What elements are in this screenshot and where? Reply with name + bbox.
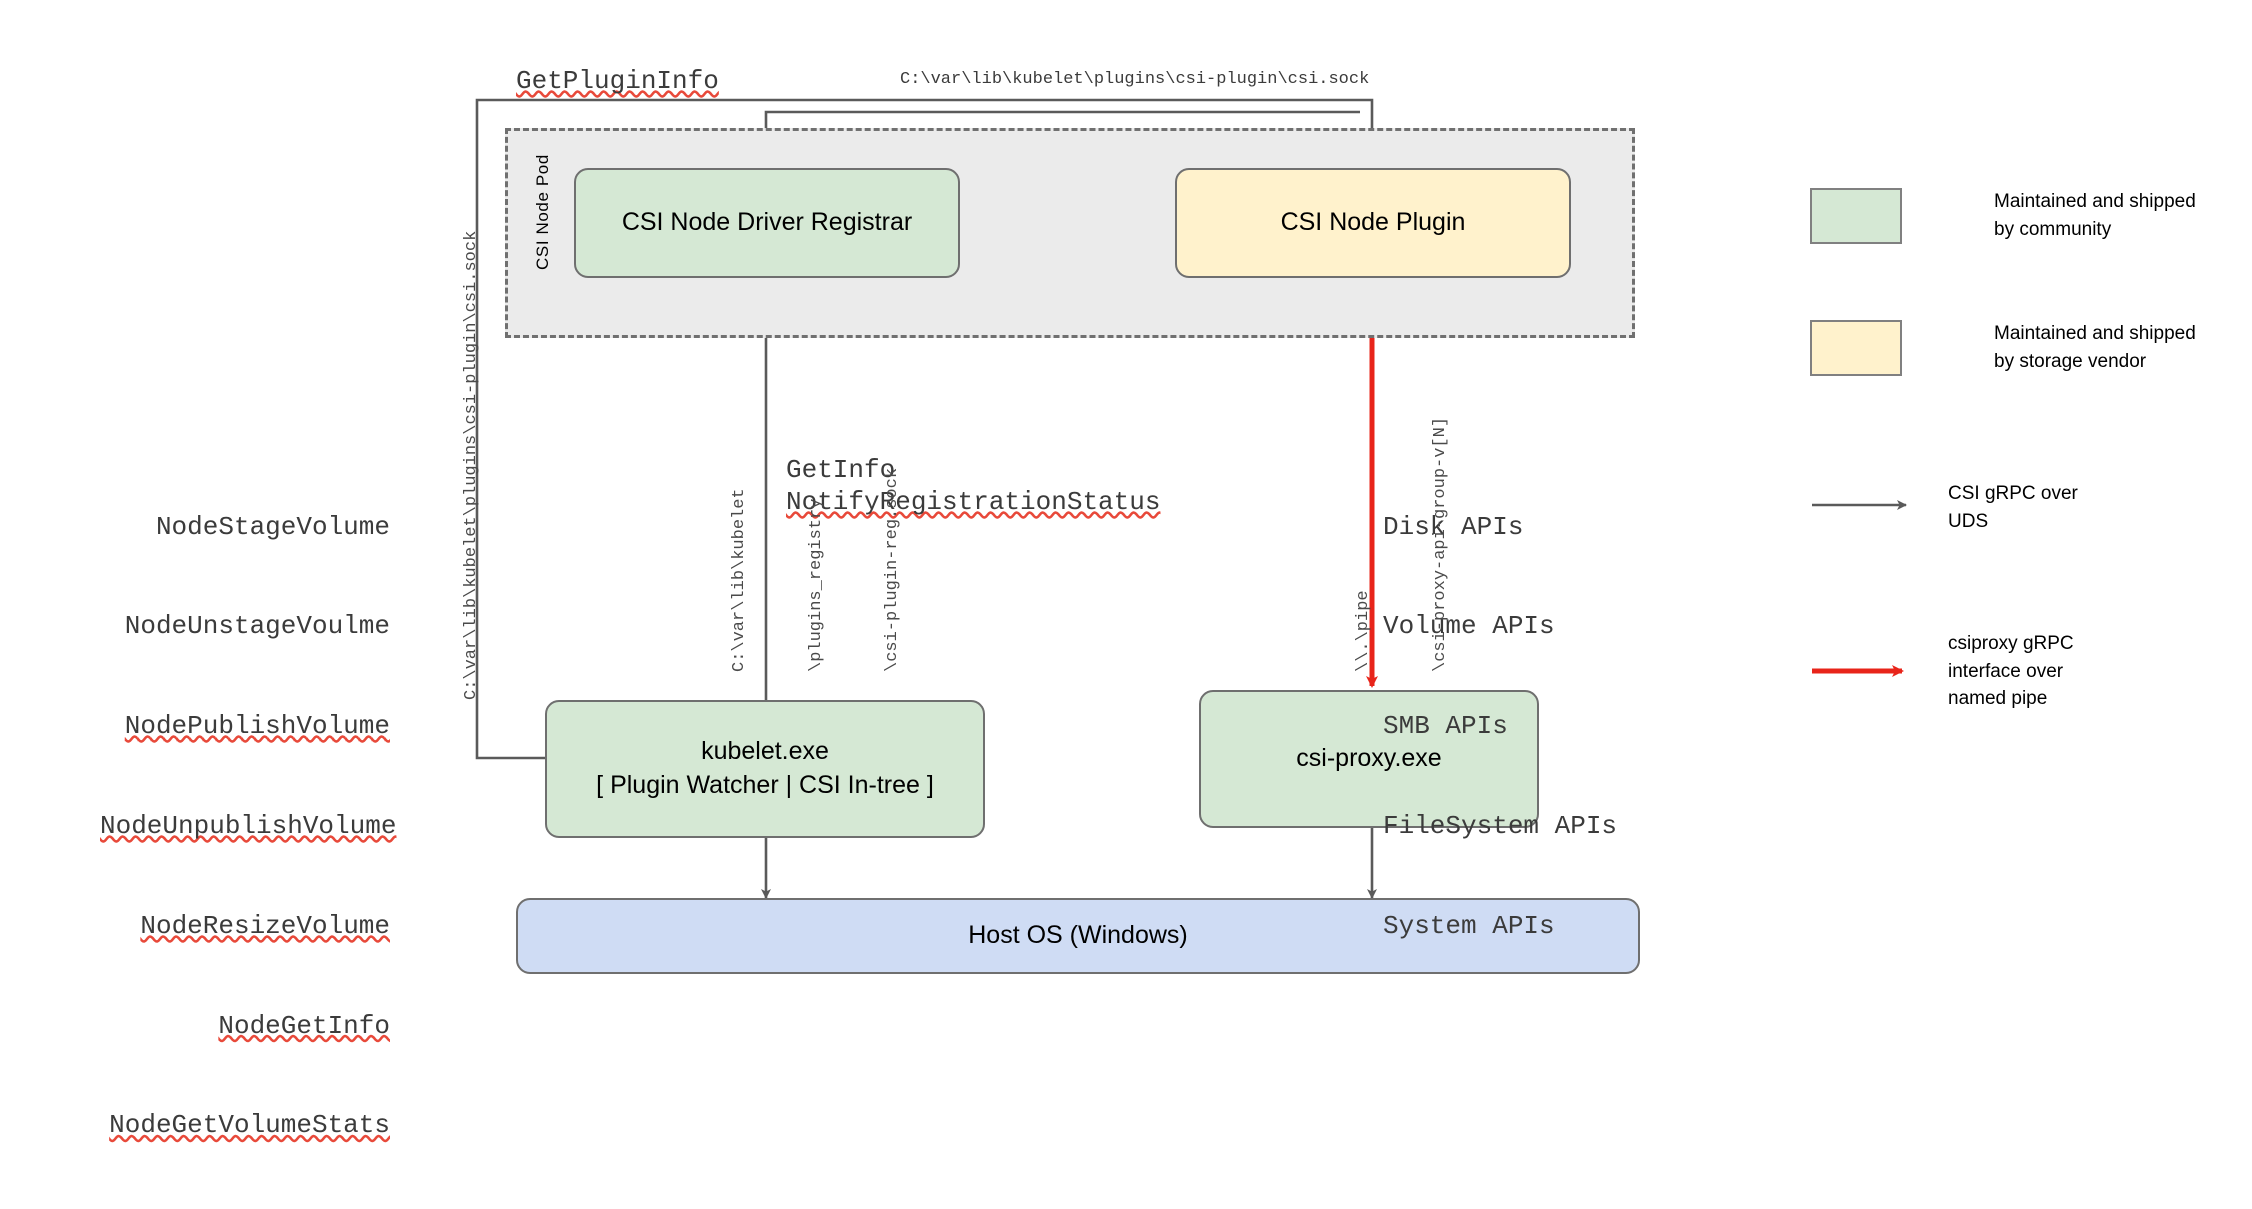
api-item: NodeGetVolumeStats [109, 1110, 390, 1141]
api-item: NodeUnpublishVolume [100, 810, 397, 841]
named-pipe-line: \csi-proxy-api-group-v[N] [1430, 416, 1450, 672]
legend-label-storage-vendor: Maintained and shipped by storage vendor [1994, 323, 2196, 372]
legend-arrow-red-icon [1812, 665, 1904, 677]
legend-item-csi-grpc-uds: CSI gRPC over UDS [1810, 483, 2078, 535]
node-registrar-label: CSI Node Driver Registrar [621, 208, 913, 237]
legend-swatch-green [1810, 188, 1902, 244]
proxy-api-item: System APIs [1383, 910, 1555, 941]
legend-item-csiproxy-grpc: csiproxy gRPC interface over named pipe [1810, 630, 2074, 713]
legend: Maintained and shipped by community Main… [1810, 180, 2230, 709]
node-kubelet[interactable]: kubelet.exe [ Plugin Watcher | CSI In-tr… [545, 700, 985, 838]
csi-node-pod-label: CSI Node Pod [533, 154, 552, 270]
legend-swatch-yellow [1810, 320, 1902, 376]
proxy-api-item: FileSystem APIs [1383, 810, 1618, 841]
label-getinfo: GetInfo [786, 455, 896, 485]
label-getplugininfo: GetPluginInfo [516, 66, 719, 96]
api-item: NodePublishVolume [124, 711, 390, 742]
api-item: NodeResizeVolume [140, 910, 390, 941]
label-registry-path-vertical: C:\var\lib\kubelet \plugins_registry \cs… [676, 468, 957, 672]
label-csi-sock-path-vertical: C:\var\lib\kubelet\plugins\csi-plugin\cs… [462, 230, 481, 700]
node-csi-node-plugin[interactable]: CSI Node Plugin [1175, 168, 1571, 278]
legend-label-community: Maintained and shipped by community [1994, 191, 2196, 240]
api-item: NodeStageVolume [155, 511, 390, 542]
node-csi-proxy[interactable]: csi-proxy.exe [1199, 690, 1539, 828]
node-kubelet-line1: kubelet.exe [701, 737, 829, 766]
node-kubelet-line2: [ Plugin Watcher | CSI In-tree ] [596, 771, 934, 799]
proxy-api-item: Disk APIs [1383, 511, 1524, 542]
node-csi-node-driver-registrar[interactable]: CSI Node Driver Registrar [574, 168, 960, 278]
node-csi-proxy-label: csi-proxy.exe [1296, 744, 1442, 773]
registry-path-line: \csi-plugin-reg.sock [883, 467, 902, 672]
api-item: NodeUnstageVoulme [124, 611, 390, 642]
proxy-api-item: Volume APIs [1383, 611, 1555, 642]
label-notify-registration-status: NotifyRegistrationStatus [786, 487, 1161, 517]
diagram-canvas: CSI Node Pod CSI Node Driver Registrar C… [100, 66, 2230, 1140]
edge-getplugininfo [475, 98, 1377, 760]
legend-label-csi-grpc-uds: CSI gRPC over UDS [1948, 483, 2078, 532]
legend-item-storage-vendor: Maintained and shipped by storage vendor [1810, 320, 2196, 376]
legend-item-community: Maintained and shipped by community [1810, 188, 2196, 244]
csi-node-api-list: NodeStageVolume NodeUnstageVoulme NodePu… [100, 444, 397, 1209]
named-pipe-line: \\.\pipe [1354, 590, 1373, 672]
label-csi-sock-path-top: C:\var\lib\kubelet\plugins\csi-plugin\cs… [900, 70, 1370, 89]
registry-path-line: \plugins_registry [806, 498, 826, 672]
node-host-os-label: Host OS (Windows) [968, 921, 1188, 950]
node-host-os[interactable]: Host OS (Windows) [516, 898, 1640, 974]
legend-arrow-gray-icon [1812, 500, 1907, 510]
legend-label-csiproxy-grpc: csiproxy gRPC interface over named pipe [1948, 633, 2074, 710]
node-plugin-label: CSI Node Plugin [1280, 208, 1466, 237]
csi-proxy-api-list: Disk APIs Volume APIs SMB APIs FileSyste… [1383, 444, 1617, 1010]
api-item: NodeGetInfo [218, 1010, 390, 1041]
proxy-api-item: SMB APIs [1383, 711, 1508, 742]
registry-path-line: C:\var\lib\kubelet [730, 488, 749, 672]
label-named-pipe-vertical: \\.\pipe \csi-proxy-api-group-v[N] [1300, 417, 1504, 672]
